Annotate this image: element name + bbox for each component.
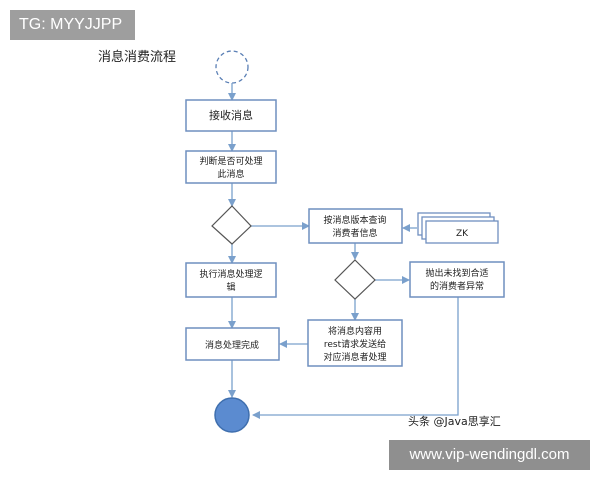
watermark-tag: TG: MYYJJPP xyxy=(10,10,135,40)
connectors xyxy=(228,83,459,419)
zk-label: ZK xyxy=(456,229,469,239)
diagram-title: 消息消费流程 xyxy=(98,50,177,65)
query-box xyxy=(308,208,403,244)
error-label-line1: 抛出未找到合适 xyxy=(425,267,488,279)
execute-label-line1: 执行消息处理逻 xyxy=(199,268,262,280)
forward-label-line1: 将消息内容用 xyxy=(328,325,382,337)
receive-box xyxy=(185,99,277,132)
start-node xyxy=(215,50,249,84)
arrow-error-to-end xyxy=(252,297,459,419)
error-label-line2: 的消费者异常 xyxy=(430,280,484,292)
watermark-site: www.vip-wendingdl.com xyxy=(389,440,590,470)
error-box xyxy=(409,261,505,298)
judge-box xyxy=(185,150,277,184)
judge-label-line1: 判断是否可处理 xyxy=(199,155,262,167)
decision-diamond-2 xyxy=(334,259,376,300)
judge-label-line2: 此消息 xyxy=(217,168,244,180)
decision-diamond-1 xyxy=(211,205,252,245)
source-caption: 头条 @Java思享汇 xyxy=(408,415,501,428)
receive-label: 接收消息 xyxy=(209,108,253,122)
forward-label-line3: 对应消息者处理 xyxy=(323,351,386,363)
forward-box xyxy=(307,319,403,367)
end-node xyxy=(214,397,250,433)
execute-box xyxy=(185,262,277,298)
done-label: 消息处理完成 xyxy=(205,339,259,351)
zk-storage: ZK xyxy=(417,212,499,244)
query-label-line1: 按消息版本查询 xyxy=(323,214,386,226)
done-box xyxy=(185,327,280,361)
forward-label-line2: rest请求发送给 xyxy=(324,338,386,350)
execute-label-line2: 辑 xyxy=(226,281,235,293)
query-label-line2: 消费者信息 xyxy=(332,227,377,239)
